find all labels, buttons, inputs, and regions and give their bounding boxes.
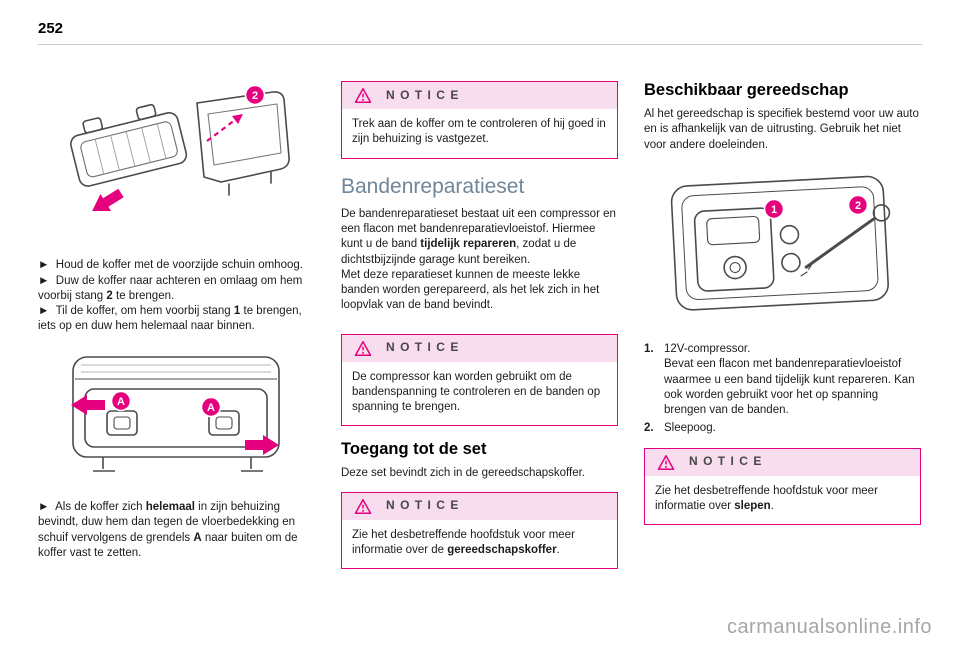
toegang-description: Deze set bevindt zich in de gereedschaps… bbox=[341, 467, 585, 480]
notice-text: De compressor kan worden gebruikt om de … bbox=[352, 370, 601, 414]
column-left: 2 ► Houd de koffer met de voorzijde schu… bbox=[38, 55, 315, 583]
notice-label: NOTICE bbox=[386, 498, 464, 513]
notice-header: NOTICE bbox=[342, 492, 617, 520]
toolbox-illustration: 1 2 bbox=[670, 175, 890, 311]
notice-label: NOTICE bbox=[386, 87, 464, 102]
notice-text: Zie het desbetreffende hoofdstuk voor me… bbox=[352, 528, 575, 556]
list-item: 2. Sleepoog. bbox=[644, 421, 921, 436]
svg-text:A: A bbox=[117, 396, 125, 408]
notice-label: NOTICE bbox=[689, 454, 767, 469]
section-heading-bandenreparatieset: Bandenreparatieset bbox=[341, 174, 525, 198]
notice-header: NOTICE bbox=[645, 448, 920, 476]
bandenreparatieset-description: De bandenreparatieset bestaat uit een co… bbox=[341, 207, 616, 312]
callout-badge-a-right: A bbox=[200, 396, 222, 417]
page-number: 252 bbox=[38, 20, 64, 37]
notice-header: NOTICE bbox=[342, 334, 617, 362]
warning-triangle-icon bbox=[354, 340, 372, 356]
column-middle: NOTICE Trek aan de koffer om te controle… bbox=[341, 55, 618, 583]
line-art bbox=[670, 175, 890, 311]
tool-list: 1. 12V-compressor.Bevat een flacon met b… bbox=[644, 342, 921, 436]
warning-triangle-icon bbox=[354, 88, 372, 103]
list-item-text: Sleepoog. bbox=[664, 421, 716, 434]
notice-text: Zie het desbetreffende hoofdstuk voor me… bbox=[655, 484, 878, 513]
notice-box-gereedschapskoffer: NOTICE Zie het desbetreffende hoofdstuk … bbox=[341, 491, 618, 570]
figure-koffer-latches: A A bbox=[38, 349, 315, 490]
notice-box-slepen: NOTICE Zie het desbetreffende hoofdstuk … bbox=[644, 447, 921, 526]
callout-badge-2: 2 bbox=[847, 194, 868, 216]
notice-text: Trek aan de koffer om te controleren of … bbox=[352, 118, 606, 146]
notice-box-compressor: NOTICE De compressor kan worden gebruikt… bbox=[341, 333, 618, 427]
section-heading-toegang: Toegang tot de set bbox=[341, 440, 487, 459]
instructions-lock-koffer: ► Als de koffer zich helemaal in zijn be… bbox=[38, 500, 298, 559]
notice-label: NOTICE bbox=[386, 340, 464, 355]
section-heading-gereedschap: Beschikbaar gereedschap bbox=[644, 81, 849, 99]
callout-badge-a-left: A bbox=[110, 390, 132, 411]
dashed-direction-arrow-icon bbox=[206, 114, 243, 142]
svg-text:1: 1 bbox=[770, 204, 776, 216]
line-art bbox=[70, 91, 290, 196]
solid-direction-arrow-right-icon bbox=[245, 434, 279, 455]
line-art bbox=[72, 355, 280, 472]
list-item: 1. 12V-compressor.Bevat een flacon met b… bbox=[644, 342, 921, 418]
figure-toolbox: 1 2 bbox=[644, 163, 921, 332]
koffer-latches-illustration: A A bbox=[71, 355, 280, 472]
solid-direction-arrow-left-icon bbox=[71, 394, 105, 415]
solid-direction-arrow-icon bbox=[92, 188, 124, 212]
callout-badge-1: 1 bbox=[763, 198, 784, 220]
callout-badge-2: 2 bbox=[244, 84, 266, 106]
gereedschap-description: Al het gereedschap is specifiek bestemd … bbox=[644, 107, 919, 151]
svg-text:2: 2 bbox=[854, 200, 860, 212]
koffer-insertion-illustration: 2 bbox=[70, 84, 290, 212]
warning-triangle-icon bbox=[657, 454, 675, 470]
column-right: Beschikbaar gereedschap Al het gereedsch… bbox=[644, 55, 921, 583]
content-columns: 2 ► Houd de koffer met de voorzijde schu… bbox=[38, 55, 922, 583]
figure-koffer-insertion: 2 bbox=[38, 61, 315, 248]
list-item-text: 12V-compressor.Bevat een flacon met band… bbox=[664, 343, 915, 417]
watermark: carmanualsonline.info bbox=[726, 616, 932, 638]
notice-header: NOTICE bbox=[342, 82, 617, 109]
svg-text:A: A bbox=[207, 402, 215, 414]
warning-triangle-icon bbox=[354, 498, 372, 514]
notice-box-check-koffer: NOTICE Trek aan de koffer om te controle… bbox=[341, 81, 618, 159]
list-item-number: 2. bbox=[644, 421, 654, 434]
svg-text:2: 2 bbox=[252, 90, 258, 102]
list-item-number: 1. bbox=[644, 343, 654, 356]
header-rule bbox=[38, 44, 922, 45]
instructions-insert-koffer: ► Houd de koffer met de voorzijde schuin… bbox=[38, 259, 303, 333]
